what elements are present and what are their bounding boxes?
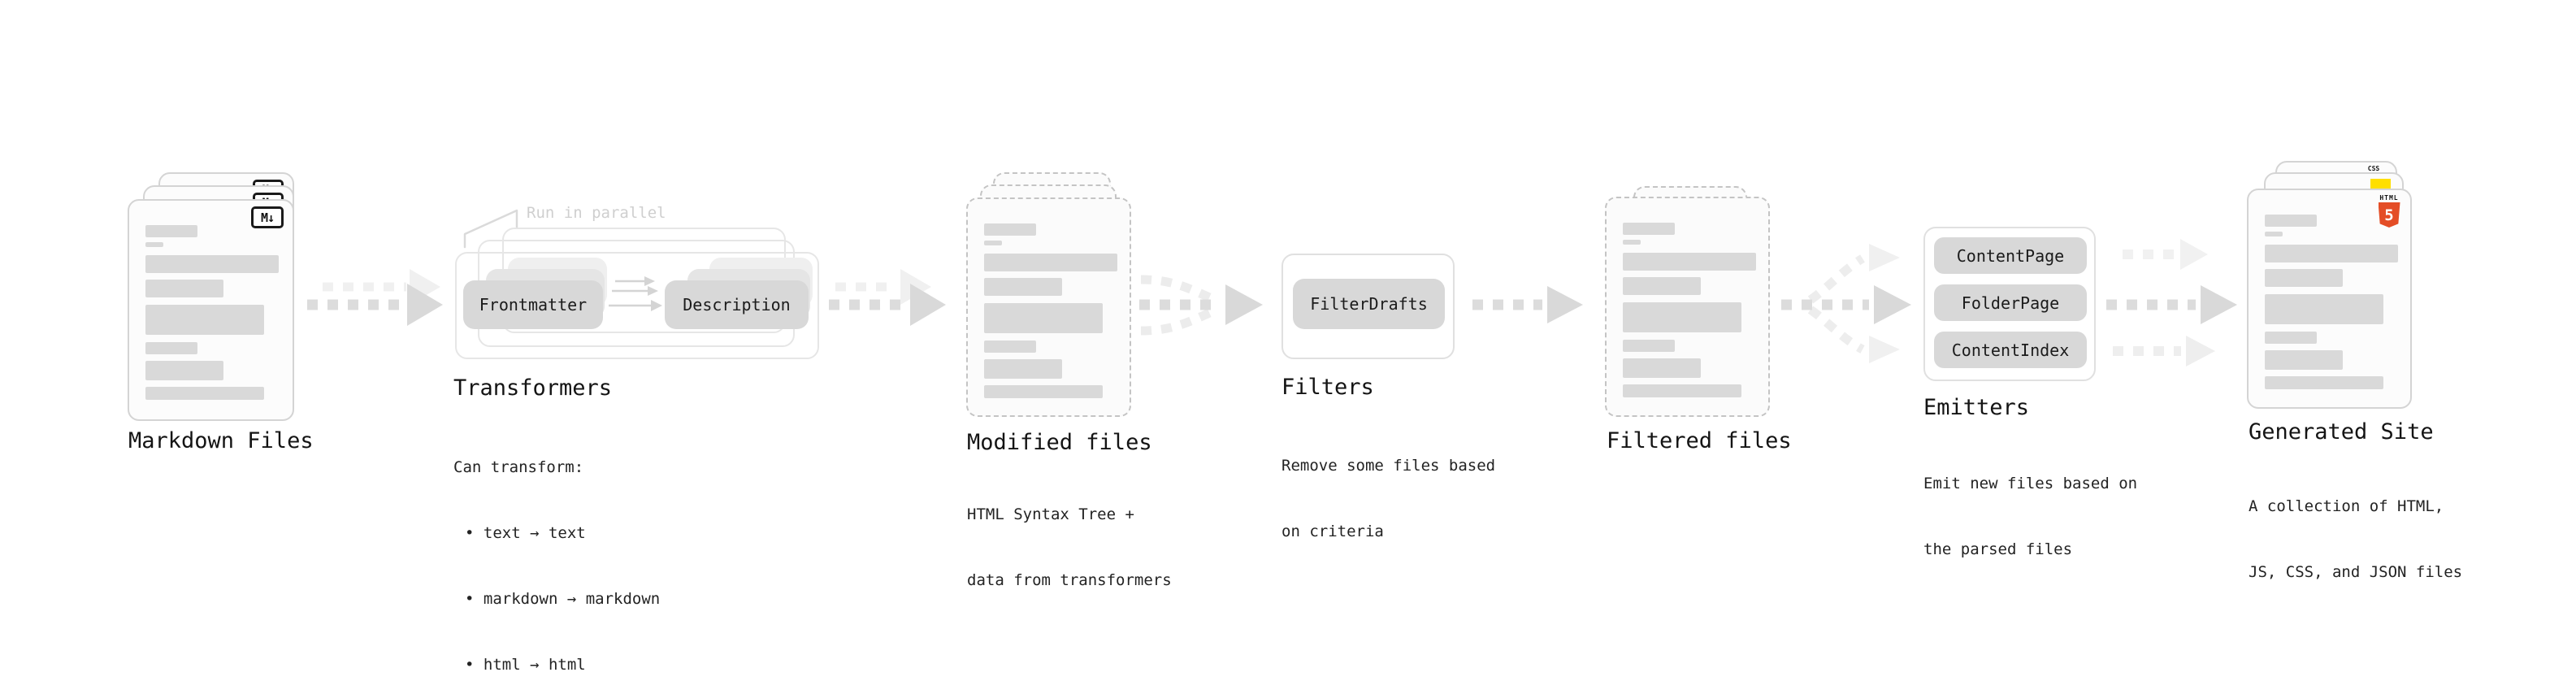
generated-desc-line: JS, CSS, and JSON files [2249, 563, 2463, 581]
content-line-placeholder [145, 242, 163, 247]
folderpage-node: FolderPage [1934, 284, 2087, 321]
content-line-placeholder [984, 359, 1062, 379]
transformers-title: Transformers [453, 375, 613, 401]
contentpage-node: ContentPage [1934, 237, 2087, 274]
generated-site-title: Generated Site [2249, 419, 2434, 445]
frontmatter-node: Frontmatter [463, 280, 603, 329]
filtered-file-card-front [1605, 197, 1770, 417]
content-line-placeholder [984, 223, 1036, 236]
markdown-file-card-front: M↓ [128, 199, 294, 421]
modified-desc-line: HTML Syntax Tree + [967, 505, 1134, 523]
filterdrafts-node: FilterDrafts [1293, 279, 1445, 329]
content-line-placeholder [1623, 253, 1756, 271]
filters-desc-line: Remove some files based [1281, 457, 1496, 475]
generated-desc-line: A collection of HTML, [2249, 497, 2444, 515]
content-line-placeholder [984, 385, 1103, 398]
emitters-title: Emitters [1923, 395, 2030, 420]
transform-bullet: • markdown → markdown [465, 590, 661, 608]
content-line-placeholder [145, 255, 279, 273]
content-line-placeholder [2265, 269, 2343, 287]
can-transform-label: Can transform: [453, 458, 584, 476]
content-line-placeholder [1623, 384, 1741, 397]
content-line-placeholder [2265, 294, 2383, 324]
emitters-desc-line: Emit new files based on [1923, 475, 2138, 492]
html5-logo-text: HTML [2379, 194, 2399, 202]
arrow-markdown-to-transformers [307, 269, 443, 326]
markdown-files-title: Markdown Files [128, 428, 314, 453]
content-line-placeholder [1623, 240, 1641, 245]
content-line-placeholder [2265, 376, 2383, 389]
transformers-description: Can transform: • text → text • markdown … [453, 413, 660, 681]
generated-file-card-front: HTML 5 [2247, 189, 2412, 409]
emitters-desc-line: the parsed files [1923, 540, 2073, 558]
content-line-placeholder [984, 303, 1103, 333]
filtered-files-title: Filtered files [1607, 428, 1792, 453]
arrow-filters-to-filtered [1472, 286, 1583, 323]
description-node: Description [665, 280, 809, 329]
content-line-placeholder [1623, 223, 1675, 235]
content-line-placeholder [1623, 340, 1675, 352]
modified-files-title: Modified files [967, 430, 1152, 455]
arrow-transformers-to-modified [829, 269, 946, 326]
arrow-filtered-to-emitters-diverge [1781, 244, 1911, 363]
javascript-logo-icon [2370, 179, 2391, 190]
modified-desc-line: data from transformers [967, 571, 1172, 589]
content-line-placeholder [2265, 215, 2317, 227]
transform-bullet: • html → html [465, 656, 586, 674]
emitters-description: Emit new files based on the parsed files [1923, 429, 2137, 605]
content-line-placeholder [984, 278, 1062, 296]
arrow-modified-to-filters-converge [1139, 275, 1263, 336]
markdown-logo-icon: M↓ [251, 206, 284, 228]
content-line-placeholder [984, 241, 1002, 245]
filters-description: Remove some files based on criteria [1281, 411, 1495, 587]
content-line-placeholder [145, 387, 264, 400]
transformers-frame-front [455, 252, 819, 359]
content-line-placeholder [145, 342, 197, 354]
content-line-placeholder [984, 340, 1036, 353]
html5-logo-shield: 5 [2378, 202, 2400, 228]
content-line-placeholder [2265, 350, 2343, 370]
content-line-placeholder [145, 305, 264, 335]
content-line-placeholder [145, 280, 223, 297]
content-line-placeholder [2265, 245, 2398, 262]
transform-bullet: • text → text [465, 524, 586, 542]
content-line-placeholder [1623, 277, 1701, 295]
modified-file-card-front [966, 197, 1131, 417]
filters-desc-line: on criteria [1281, 523, 1384, 540]
arrow-emitters-to-generated [2106, 239, 2237, 367]
generated-site-description: A collection of HTML, JS, CSS, and JSON … [2249, 452, 2462, 627]
content-line-placeholder [1623, 302, 1741, 332]
run-in-parallel-note: Run in parallel [527, 204, 666, 222]
content-line-placeholder [145, 225, 197, 237]
html5-logo-icon: HTML 5 [2376, 194, 2402, 228]
content-line-placeholder [2265, 232, 2283, 236]
content-line-placeholder [984, 254, 1117, 271]
filters-title: Filters [1281, 375, 1374, 400]
css-logo-text: CSS [2367, 165, 2380, 172]
contentindex-node: ContentIndex [1934, 332, 2087, 368]
content-line-placeholder [1623, 358, 1701, 378]
content-line-placeholder [2265, 332, 2317, 344]
content-line-placeholder [145, 361, 223, 380]
modified-files-description: HTML Syntax Tree + data from transformer… [967, 460, 1172, 635]
